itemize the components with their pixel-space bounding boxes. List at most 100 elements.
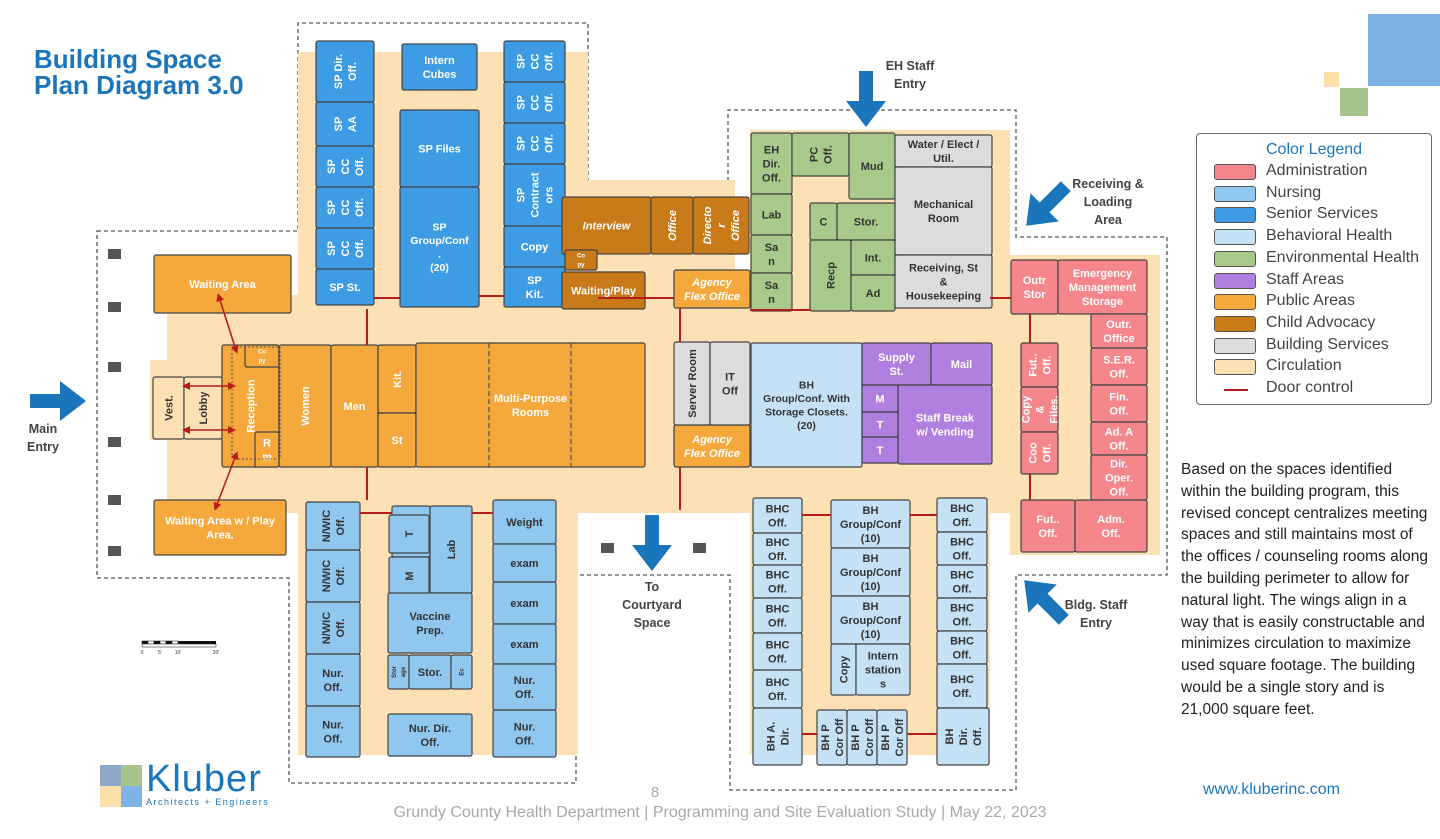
room-ser-off-label: S.E.R.Off. <box>1103 354 1135 380</box>
room-nur-off-2: Nur.Off. <box>305 705 361 758</box>
scale-bar-segment <box>159 640 167 645</box>
room-st-label: St <box>392 435 403 447</box>
scale-bar-label: 10' <box>175 650 182 656</box>
corner-decoration <box>1324 14 1440 116</box>
logo-square-2 <box>121 765 142 786</box>
room-sp-files: SP Files <box>399 109 480 188</box>
room-sp-dir-off: SP Dir.Off. <box>315 40 375 103</box>
room-bh-dir-off-shape <box>936 707 990 766</box>
room-bhp-cor-off-3-shape <box>876 709 908 766</box>
room-recp: Recp <box>809 239 852 312</box>
room-mud-label: Mud <box>861 161 884 173</box>
legend-label: Child Advocacy <box>1266 313 1376 331</box>
room-adm-off: Adm.Off. <box>1074 499 1148 553</box>
main-entry-arrow-shape <box>30 381 86 421</box>
room-mail: Mail <box>930 342 993 386</box>
room-int: Int. <box>850 239 896 276</box>
room-fut-off-2-label: Fut..Off. <box>1036 514 1059 540</box>
room-fin-off-label: Fin.Off. <box>1109 391 1129 417</box>
bldg-staff-entry-arrow-shape <box>1024 580 1069 625</box>
room-kit-label: Kit. <box>392 370 404 388</box>
room-t-staff-2-label: T <box>877 445 884 457</box>
page-title-line1: Building Space <box>34 44 222 74</box>
room-copy-sp-label: Copy <box>521 241 549 253</box>
room-nur-dir-off: Nur. Dir.Off. <box>387 713 473 757</box>
legend-swatch <box>1214 250 1256 267</box>
room-adm-off-shape <box>1074 499 1148 553</box>
room-ser-off: S.E.R.Off. <box>1090 347 1148 386</box>
room-lobby-label: Lobby <box>198 391 210 425</box>
room-stor-nur-label: Stor. <box>418 667 442 679</box>
room-agency-flex-2-shape <box>673 424 751 468</box>
room-fut-off-1-label: Fut..Off. <box>1027 353 1053 376</box>
legend-label: Senior Services <box>1266 205 1379 223</box>
room-t-staff-1-label: T <box>877 419 884 431</box>
door-control-lines <box>182 293 1031 735</box>
room-mail-label: Mail <box>951 359 972 371</box>
courtyard-arrow <box>632 515 672 571</box>
room-vest-label: Vest. <box>163 395 175 421</box>
room-waiting-play-shape <box>561 271 646 310</box>
exterior-window-marker <box>108 249 121 259</box>
room-stor-eh: Stor. <box>836 202 896 241</box>
room-supply-st-shape <box>861 342 932 386</box>
room-bh-a-dir-shape <box>752 707 803 766</box>
kluber-logo <box>100 765 270 810</box>
room-nur-off-3: Nur.Off. <box>492 663 557 711</box>
room-nwic-off-3-shape <box>305 601 361 655</box>
room-bh-a-dir-label: BH A.Dir. <box>765 722 791 752</box>
description-text: Based on the spaces identified within th… <box>1181 461 1429 718</box>
website-link[interactable]: www.kluberinc.com <box>1203 781 1340 798</box>
scale-bar-label: 20' <box>213 650 220 656</box>
room-lab-eh-label: Lab <box>762 209 782 221</box>
room-nur-off-4: Nur.Off. <box>492 709 557 758</box>
room-receiving-housekeeping: Receiving, St&Housekeeping <box>894 254 993 309</box>
scale-bar-segment <box>165 640 173 645</box>
room-it-off-shape <box>709 341 751 426</box>
room-water-elect-label: Water / Elect /Util. <box>908 139 980 165</box>
room-waiting-play: Waiting/Play <box>561 271 646 310</box>
legend-label: Building Services <box>1266 335 1389 353</box>
